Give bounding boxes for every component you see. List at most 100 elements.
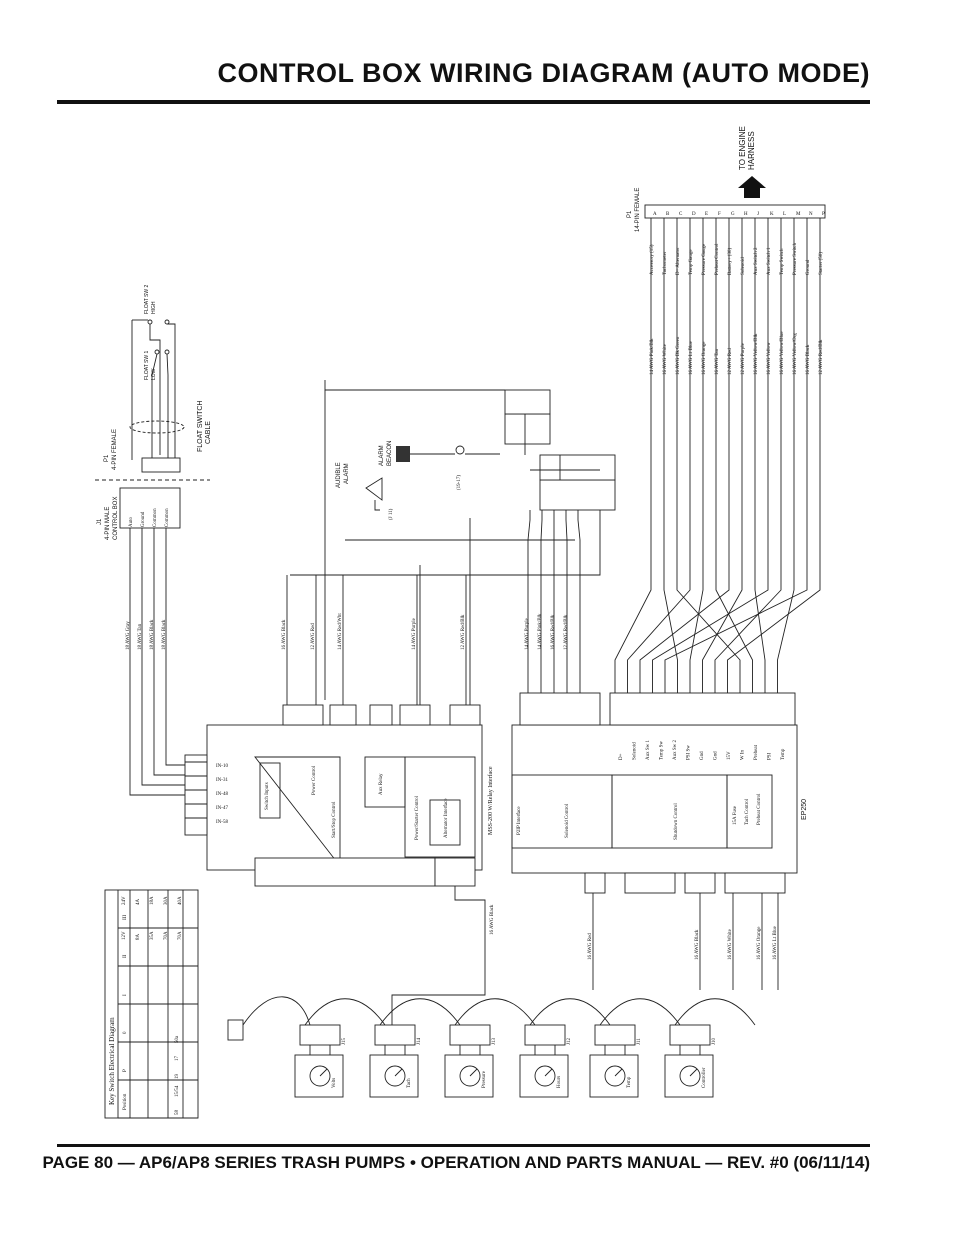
mss-top-wire-3: 14 AWG Red/Wht <box>338 613 343 650</box>
mss-top-wire-2: 12 AWG Red <box>311 623 316 650</box>
harness-pin-N: N <box>809 212 813 217</box>
harness-pin-J: J <box>757 212 759 217</box>
float-sw1-level: LOW <box>151 368 157 380</box>
mss-left-label-3: IN-48 <box>216 792 228 797</box>
ks-header-6: III <box>123 915 128 920</box>
gauge-conn-5: J11 <box>637 1038 642 1045</box>
ep-pin-label-5: Aux Sw 2 <box>673 739 678 760</box>
ks-header-1: Position <box>123 1093 128 1110</box>
engine-harness-group: TO ENGINE HARNESS P1 14-PIN FEMALE AAcce… <box>627 126 826 560</box>
mss-block-startstop: Start/Stop Control <box>332 801 337 838</box>
harness-function-1: Accessory (15) <box>650 244 655 275</box>
harness-function-12: Pressure Switch <box>793 242 798 275</box>
harness-pin-B: B <box>666 212 670 217</box>
ks-row-24v-2: 4A <box>136 899 141 906</box>
mss-left-label-5: IN-58 <box>216 820 228 825</box>
float-wire-3: 18 AWG Black <box>150 619 155 650</box>
mss-top-wire-5: 12 AWG Red/Blk <box>461 614 466 650</box>
harness-function-13: Ground <box>806 259 811 275</box>
page-title: CONTROL BOX WIRING DIAGRAM (AUTO MODE) <box>217 58 870 88</box>
ep-block-shutdown: Shutdown Control <box>674 803 679 840</box>
beacon-label2: BEACON <box>387 441 393 466</box>
ep250-name: EP250 <box>801 799 808 820</box>
ep-pin-label-9: 15V <box>727 751 732 760</box>
beacon-icon <box>396 446 410 462</box>
harness-pin-L: L <box>783 212 786 217</box>
ep-block-tach: Tach Control <box>745 798 750 825</box>
float-pin-1: Auto <box>129 517 134 528</box>
harness-function-11: Temp Switch <box>780 248 785 275</box>
ep-block-preheat: Preheat Control <box>757 793 762 825</box>
harness-pin-E: E <box>705 212 708 217</box>
float-wire-2: 18 AWG Tan <box>138 623 143 650</box>
harness-pin-M: M <box>796 212 801 217</box>
float-p1-desc: 4-PIN FEMALE <box>112 429 118 470</box>
float-j1-desc2: CONTROL BOX <box>113 497 119 540</box>
harness-pin-H: H <box>744 212 748 217</box>
harness-function-9: Aux Switch 2 <box>754 247 759 275</box>
ks-header-3: 0 <box>123 1031 128 1034</box>
gauge-body <box>294 1054 344 1098</box>
gauge-dial-icon <box>534 1065 556 1087</box>
float-sw2-label: FLOAT SW 2 <box>144 285 150 314</box>
float-wire-1: 18 AWG Gray <box>126 621 131 650</box>
mss200-box <box>206 724 483 871</box>
ks-header-4: I <box>123 994 128 996</box>
harness-wire-13: 16 AWG Black <box>806 344 811 375</box>
ks-row-12v-1: 12V <box>122 931 127 940</box>
float-switch-group: FLOAT SW 2 HIGH FLOAT SW 1 LOW FLOAT SWI… <box>95 285 212 796</box>
key-switch-title: Key Switch Electrical Diagram <box>108 1017 116 1105</box>
ks-row-pos-4: 17 <box>175 1056 180 1062</box>
beacon-pin: (19-17) <box>457 475 462 490</box>
gauge-body <box>664 1054 714 1098</box>
ks-header-5: II <box>123 954 128 958</box>
gauge-conn-2: J14 <box>417 1038 422 1045</box>
harness-wire-8: 12 AWG Purple <box>741 342 746 375</box>
ep-pin-label-8: Gnd <box>714 751 719 760</box>
gauge-name-4: Hours <box>557 1076 562 1088</box>
ep-top-wire-1: 14 AWG Purple <box>525 617 530 650</box>
float-sw1-label: FLOAT SW 1 <box>144 351 150 380</box>
harness-pin-F: F <box>718 212 721 217</box>
mss-block-auxrelay: Aux Relay <box>379 773 384 795</box>
ep-pin-label-10: W In <box>741 749 746 760</box>
mss-block-powerstarter: Power/Starter Control <box>415 795 420 840</box>
float-pin-3: Common <box>153 508 158 527</box>
ep250-group: EP250 P2IP Interface Solenoid Control Sh… <box>511 613 808 990</box>
ep-pin-label-7: Gnd <box>700 751 705 760</box>
harness-wire-9: 16 AWG Yellow/Blk <box>754 333 759 375</box>
ks-row-pos-3: 19 <box>175 1074 180 1080</box>
harness-wire-3: 16 AWG Dk Green <box>676 336 681 375</box>
float-cable-label2: CABLE <box>205 421 212 444</box>
ks-header-2: P <box>123 1069 128 1072</box>
mss-left-label-2: IN-31 <box>216 778 228 783</box>
ks-row-12v-5: 70A <box>178 931 183 940</box>
gauge-dial-icon <box>679 1065 701 1087</box>
gauge-conn-3: J13 <box>492 1038 497 1045</box>
ks-row-12v-3: 35A <box>150 931 155 940</box>
gauge-conn-4: J12 <box>567 1038 572 1045</box>
ep-pin-label-4: Temp Sw <box>660 741 665 760</box>
ks-row-pos-5: 50a <box>175 1035 180 1043</box>
ep-bottom-wire-1: 16 AWG Red <box>588 933 593 960</box>
ep-pin-label-11: Preheat <box>754 744 759 760</box>
harness-wire-6: 16 AWG Tan <box>715 348 720 375</box>
harness-p1-label: P1 <box>627 210 633 218</box>
mss-left-label-1: IN-10 <box>216 764 228 769</box>
float-cable-label: FLOAT SWITCH <box>197 401 204 452</box>
harness-p1-desc: 14-PIN FEMALE <box>635 188 641 232</box>
float-pin-4: Common <box>165 508 170 527</box>
ep-bottom-wire-5: 16 AWG Lt Blue <box>773 925 778 960</box>
audible-pin: (J 11) <box>389 508 394 520</box>
beacon-label: ALARM <box>379 445 385 466</box>
harness-wire-7: 12 AWG Red <box>728 348 733 375</box>
harness-wire-12: 16 AWG Yellow/Org <box>793 333 798 375</box>
gauge-name-1: Volts <box>332 1078 337 1088</box>
mss-block-switch: Switch Inputs <box>265 782 270 810</box>
audible-label2: ALARM <box>344 463 350 484</box>
ep-pin-label-2: Solenoid <box>633 742 638 760</box>
harness-function-6: Preheat Control <box>715 243 720 275</box>
harness-function-8: Solenoid <box>741 257 746 275</box>
ep-block-fuse: 15A Fuse <box>733 805 738 825</box>
mss-block-alternator: Alternator Interface <box>444 798 449 838</box>
